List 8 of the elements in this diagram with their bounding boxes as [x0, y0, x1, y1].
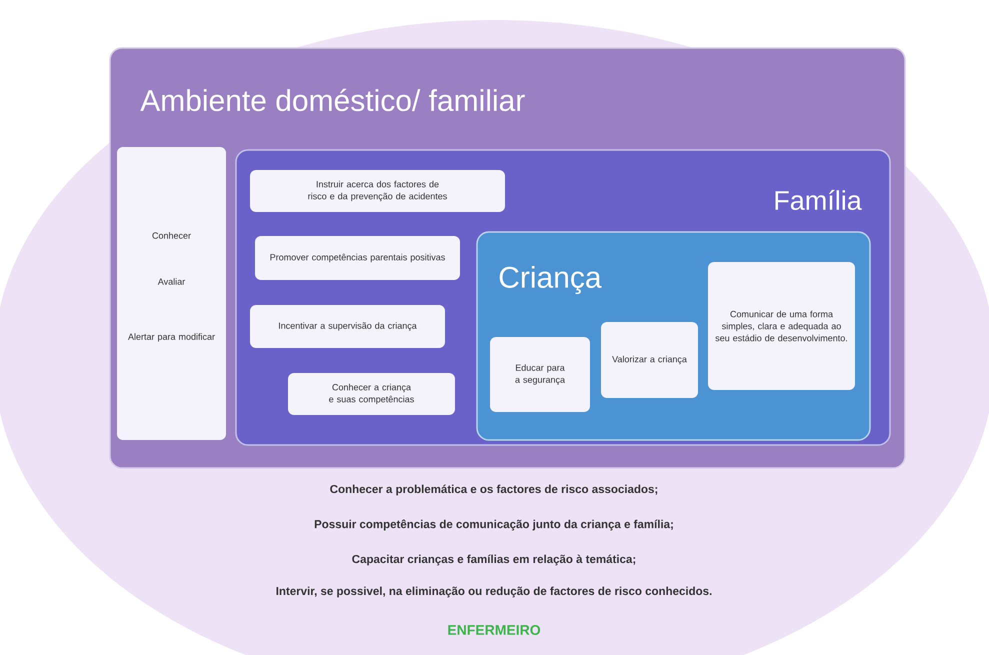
text-box: Promover competências parentais positivas — [255, 236, 460, 280]
text-box: Instruir acerca dos factores de risco e da prevenção de acidentes — [250, 170, 505, 212]
text-box: Incentivar a supervisão da criança — [250, 304, 445, 348]
text-box: Valorizar a criança — [601, 322, 698, 398]
text-box: Conhecer a criança e suas competências — [288, 373, 455, 415]
text-box: Conhecer Avaliar Alertar para modificar — [117, 147, 226, 440]
text-box: Comunicar de uma forma simples, clara e adequada ao seu estádio de desenvolvimento. — [708, 262, 855, 390]
text-box: Educar para a segurança — [490, 336, 590, 412]
